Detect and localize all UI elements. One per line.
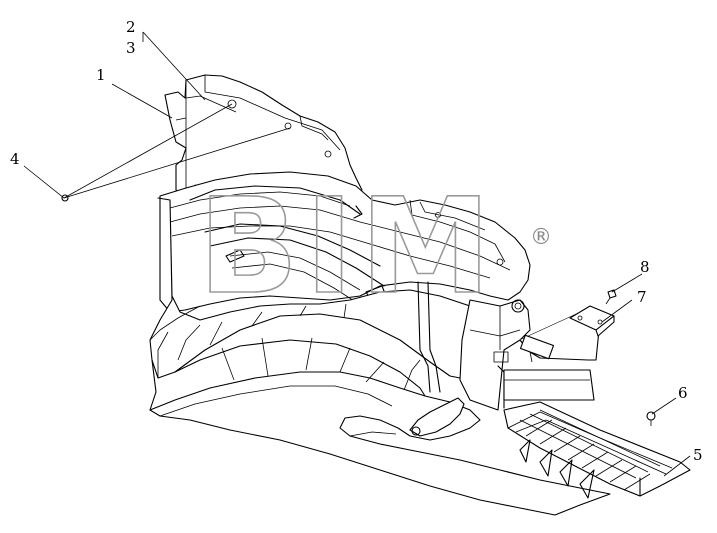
callout-7: 7 <box>637 288 647 306</box>
step-grid <box>519 409 661 491</box>
watermark-text: BIM <box>198 170 497 324</box>
step-assembly <box>503 401 691 499</box>
grab-handle <box>409 397 465 437</box>
rear-box <box>459 299 531 411</box>
callout-3: 3 <box>126 39 136 57</box>
floor-panel <box>149 371 611 516</box>
registered-mark: ® <box>530 225 552 250</box>
callout-4: 4 <box>10 150 20 168</box>
leader-lines <box>23 31 691 477</box>
screw-8 <box>605 289 617 305</box>
callout-5: 5 <box>693 446 703 464</box>
callout-8: 8 <box>640 258 650 276</box>
screw-6 <box>646 411 656 426</box>
callout-6: 6 <box>678 384 688 402</box>
callout-1: 1 <box>96 66 106 84</box>
fender-assembly <box>149 74 611 516</box>
callouts: 2 3 1 4 8 7 6 5 <box>10 18 703 464</box>
callout-2: 2 <box>126 18 136 36</box>
watermark: BIM ® <box>197 169 552 325</box>
